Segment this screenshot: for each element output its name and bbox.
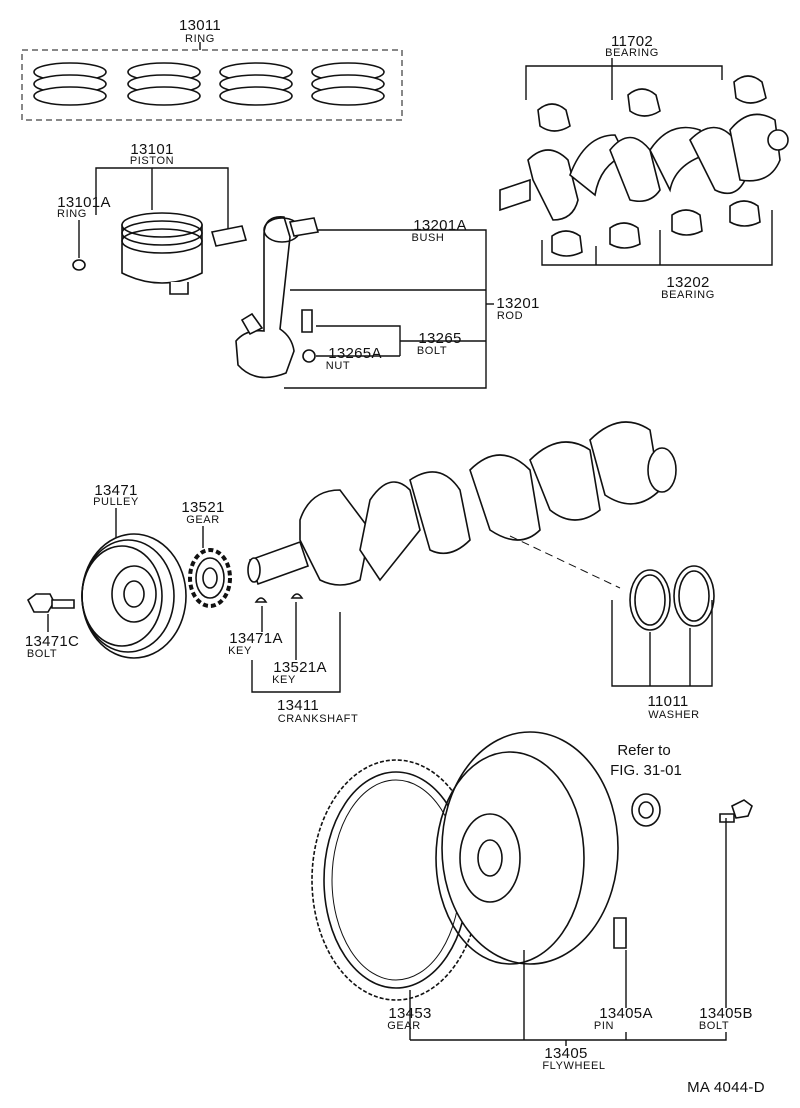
thrust-washer-illustration xyxy=(629,565,715,631)
pulley-illustration xyxy=(81,533,187,659)
nut-illustration xyxy=(302,349,316,363)
piston-ring-part-name: RING xyxy=(57,208,87,220)
rod-bearing-part-name: BEARING xyxy=(661,289,715,301)
flywheel-bolt-illustration xyxy=(719,799,753,823)
main-bearing-part-number: 11702 xyxy=(611,33,653,50)
bush-illustration xyxy=(288,217,320,237)
refer-figure-label: FIG. 31-01 xyxy=(610,762,682,779)
rod-bearing-part-number: 13202 xyxy=(666,274,709,291)
pulley-key-part-number: 13471A xyxy=(229,630,283,647)
ring-part-number: 13011 xyxy=(179,17,221,34)
pulley-bolt-part-number: 13471C xyxy=(25,633,79,650)
crankshaft-upper-illustration xyxy=(499,113,789,221)
crankshaft-part-number: 13411 xyxy=(277,697,319,714)
bush-part-number: 13201A xyxy=(413,217,467,234)
crankshaft-illustration xyxy=(247,421,677,586)
ring-gear-part-number: 13453 xyxy=(388,1005,431,1022)
gear-key-part-number: 13521A xyxy=(273,659,327,676)
refer-to-label: Refer to xyxy=(617,742,670,759)
crankshaft-part-name: CRANKSHAFT xyxy=(278,713,359,725)
document-code: MA 4044-D xyxy=(687,1079,765,1096)
flywheel-part-name: FLYWHEEL xyxy=(542,1060,605,1072)
rod-bolt-illustration xyxy=(301,309,313,333)
pulley-bolt-illustration xyxy=(26,593,75,613)
crank-gear-illustration xyxy=(188,548,232,608)
pulley-key-illustration xyxy=(254,597,268,603)
flywheel-part-number: 13405 xyxy=(544,1045,587,1062)
rod-bearing-shells xyxy=(551,200,761,257)
washer-part-name: WASHER xyxy=(648,709,699,721)
piston-ring-clip-illustration xyxy=(72,259,86,271)
piston-pin-illustration xyxy=(210,225,248,247)
piston-part-name: PISTON xyxy=(130,155,174,167)
rod-bolt-part-name: BOLT xyxy=(417,345,447,357)
rod-part-number: 13201 xyxy=(496,295,539,312)
nut-part-name: NUT xyxy=(326,360,350,372)
pulley-part-name: PULLEY xyxy=(93,496,139,508)
crank-gear-part-name: GEAR xyxy=(186,514,220,526)
flywheel-bolt-part-number: 13405B xyxy=(699,1005,753,1022)
main-bearing-part-name: BEARING xyxy=(605,47,659,59)
piston-part-number: 13101 xyxy=(130,141,173,158)
piston-illustration xyxy=(121,212,203,295)
bush-part-name: BUSH xyxy=(412,232,445,244)
nut-part-number: 13265A xyxy=(328,345,382,362)
flywheel-illustration xyxy=(435,731,619,965)
ring-part-name: RING xyxy=(185,33,215,45)
pulley-bolt-part-name: BOLT xyxy=(27,648,57,660)
pulley-key-part-name: KEY xyxy=(228,645,252,657)
piston-ring-part-number: 13101A xyxy=(57,194,111,211)
pin-illustration xyxy=(613,917,627,949)
pin-part-name: PIN xyxy=(594,1020,614,1032)
rod-part-name: ROD xyxy=(497,310,523,322)
ring-gear-illustration xyxy=(311,759,481,1001)
washer-part-number: 11011 xyxy=(648,693,689,710)
connecting-rod-illustration xyxy=(235,216,301,379)
pilot-bearing-illustration xyxy=(631,793,661,827)
main-bearing-shells xyxy=(537,75,767,132)
pulley-part-number: 13471 xyxy=(94,482,137,499)
ring-set-illustration xyxy=(21,49,403,121)
gear-key-part-name: KEY xyxy=(272,674,296,686)
pin-part-number: 13405A xyxy=(599,1005,653,1022)
gear-key-illustration xyxy=(290,593,304,599)
ring-gear-part-name: GEAR xyxy=(387,1020,421,1032)
flywheel-bolt-part-name: BOLT xyxy=(699,1020,729,1032)
crank-gear-part-number: 13521 xyxy=(181,499,224,516)
rod-bolt-part-number: 13265 xyxy=(418,330,461,347)
